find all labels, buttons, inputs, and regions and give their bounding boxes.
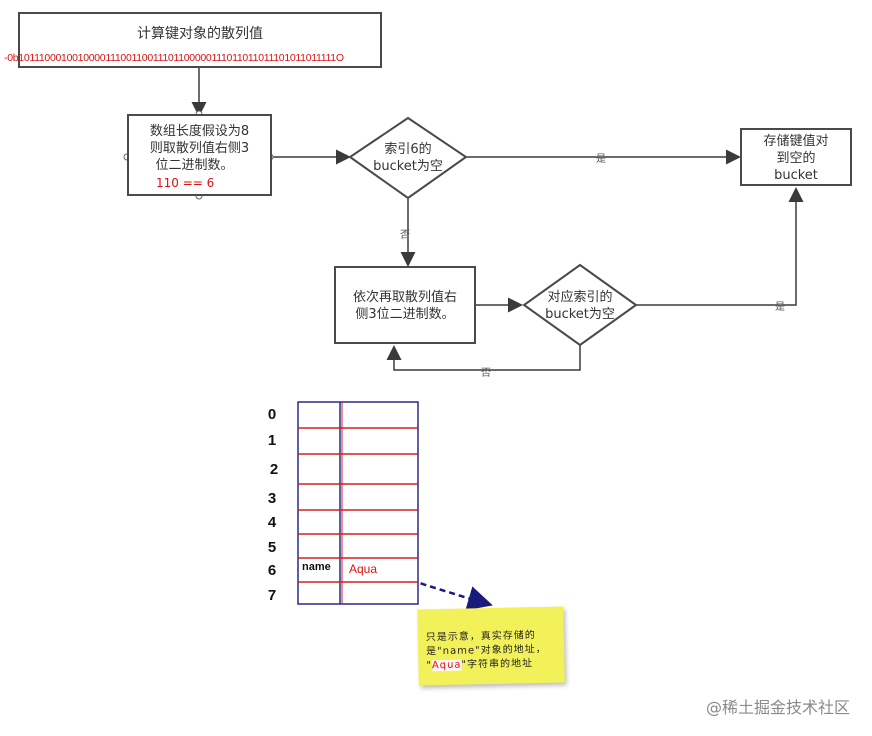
array-length-calc: 110 == 6	[156, 176, 215, 190]
diamond1-line1: 索引6的	[384, 142, 432, 157]
next-bits-box	[334, 266, 476, 344]
store-line3: bucket	[774, 168, 818, 183]
array-length-box	[127, 114, 272, 196]
diamond2-line1: 对应索引的	[547, 290, 613, 305]
array-length-line3: 位二进制数。	[155, 158, 234, 173]
row-index-3: 3	[267, 490, 277, 507]
no-label-1: 否	[400, 230, 410, 241]
row-index-0: 0	[267, 406, 277, 423]
note-line3-rest: "字符串的地址	[461, 658, 534, 671]
no-label-2: 否	[481, 368, 491, 379]
diamond1-line2: bucket为空	[373, 159, 443, 174]
array-length-line2: 则取散列值右侧3	[149, 141, 250, 156]
hash-box-title: 计算键对象的散列值	[137, 26, 263, 42]
next-bits-line2: 侧3位二进制数。	[355, 307, 455, 322]
note-line2: 是"name"对象的地址，	[425, 643, 547, 658]
row-index-5: 5	[267, 539, 277, 556]
next-bits-line1: 依次再取散列值右	[352, 290, 457, 305]
row-index-4: 4	[267, 514, 277, 531]
yes-label-2: 是	[775, 302, 785, 313]
store-line1: 存储键值对	[763, 134, 829, 149]
arrow-diamond2-loop	[386, 345, 581, 371]
row-index-7: 7	[267, 587, 277, 604]
store-line2: 到空的	[776, 151, 816, 166]
arrow-diamond2-to-store	[636, 187, 804, 306]
hash-bits: -0b1011100010010000111001100111011000001…	[4, 52, 344, 64]
watermark: @稀土掘金技术社区	[705, 698, 850, 717]
note-aqua: Aqua	[431, 659, 462, 672]
table-key-name: name	[302, 561, 331, 573]
hash-table-grid	[297, 401, 419, 605]
row-index-6: 6	[267, 562, 277, 579]
hash-box	[18, 12, 382, 68]
row-index-2: 2	[269, 461, 279, 478]
yes-label-1: 是	[596, 154, 606, 165]
table-value-aqua: Aqua	[349, 562, 378, 576]
store-box	[740, 128, 852, 186]
row-index-1: 1	[267, 432, 277, 449]
diamond2-line2: bucket为空	[545, 307, 615, 322]
note-sticky: 只是示意，真实存储的 是"name"对象的地址， "Aqua"字符串的地址	[417, 606, 565, 686]
diamond-bucket-empty	[348, 116, 468, 200]
diamond-index-bucket-empty	[522, 263, 638, 347]
array-length-line1: 数组长度假设为8	[149, 124, 250, 139]
note-line3: "Aqua"字符串的地址	[426, 658, 534, 672]
